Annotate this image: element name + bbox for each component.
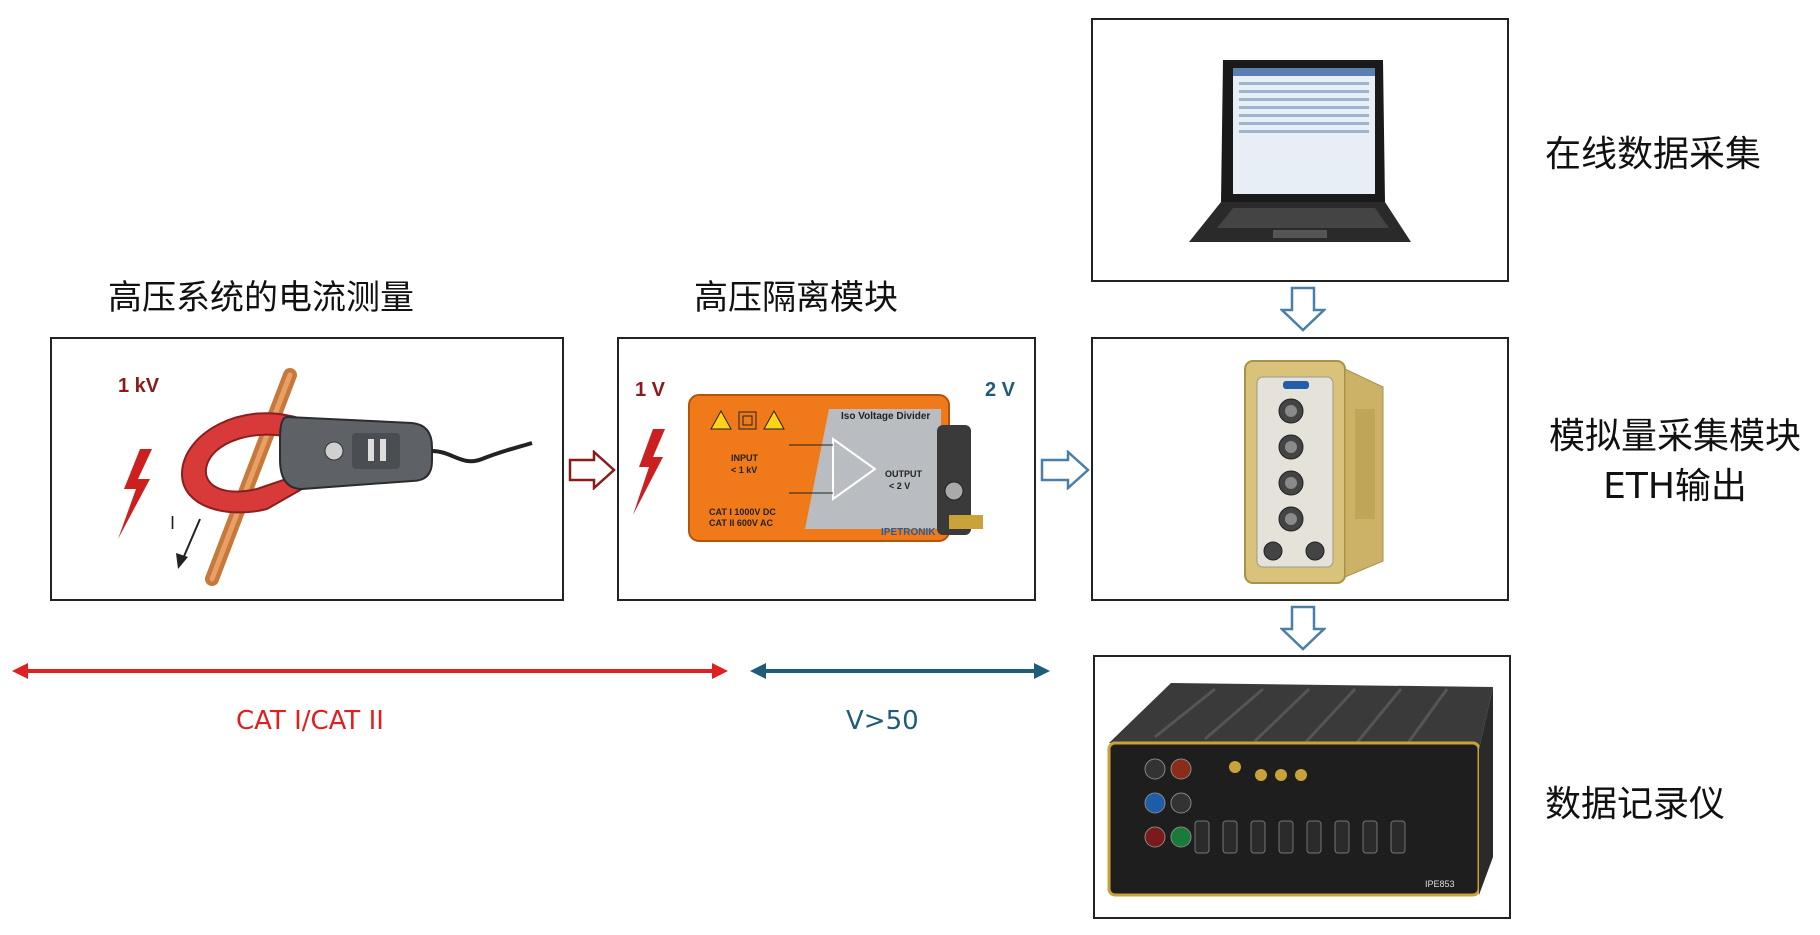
isolator-output-range-text: < 2 V (889, 481, 910, 491)
isolation-module-illustration: Iso Voltage Divider INPUT < 1 kV OUTPUT … (633, 394, 983, 542)
isolator-cat-text-2: CAT II 600V AC (709, 518, 774, 528)
lightning-icon (633, 429, 665, 515)
analog-module-panel (1091, 337, 1509, 601)
isolator-output-voltage-label: 2 V (985, 379, 1016, 401)
online-acquisition-panel (1091, 18, 1509, 282)
flow-arrow-laptop-to-module (1280, 286, 1326, 332)
isolator-brand-text: IPETRONIK (881, 527, 936, 538)
range-arrows (12, 663, 1050, 679)
logger-sub-d-connectors (1194, 820, 1406, 854)
isolation-module-title: 高压隔离模块 (694, 278, 898, 318)
online-acquisition-label: 在线数据采集 (1545, 134, 1762, 175)
analog-module-label-line-1: 模拟量采集模块 (1548, 416, 1801, 457)
analog-module-label: 模拟量采集模块 ETH输出 (1545, 412, 1805, 512)
flow-arrow-isolator-to-module (1040, 450, 1090, 490)
warning-icon (763, 409, 785, 430)
warning-icon (710, 409, 732, 430)
analog-module-label-line-2: ETH输出 (1603, 466, 1747, 507)
isolator-output-text: OUTPUT (885, 469, 923, 479)
isolator-cat-text-1: CAT I 1000V DC (709, 507, 776, 517)
clamp-jaw-shape (180, 412, 304, 514)
isolator-input-voltage-label: 1 V (635, 379, 666, 401)
isolator-device-name: Iso Voltage Divider (841, 411, 930, 422)
isolator-grey-panel (805, 409, 941, 529)
data-logger-panel: IPE853 (1093, 655, 1511, 919)
isolator-connector-block (937, 425, 971, 535)
laptop-illustration (1189, 60, 1411, 242)
flow-arrow-clamp-to-isolator (568, 450, 616, 490)
data-logger-label: 数据记录仪 (1545, 784, 1726, 825)
isolator-input-text: INPUT (731, 453, 759, 463)
isolator-terminal (949, 515, 983, 529)
lightning-icon (118, 449, 152, 539)
cat-range-label: CAT I/CAT II (236, 706, 384, 736)
data-logger-illustration: IPE853 (1107, 683, 1493, 897)
clamp-voltage-label: 1 kV (118, 375, 160, 397)
logger-top-surface (1109, 683, 1493, 749)
analog-module-illustration (1244, 360, 1384, 584)
current-clamp-panel: 1 kV I (50, 337, 564, 601)
logger-round-connectors (1144, 758, 1192, 848)
flow-arrow-module-to-logger (1280, 605, 1326, 651)
current-clamp-illustration: I (118, 368, 533, 586)
low-voltage-range-label: V>50 (846, 706, 919, 736)
logger-model-label: IPE853 (1425, 879, 1455, 889)
current-measurement-title: 高压系统的电流测量 (108, 278, 414, 318)
clamp-output-cable-shape (431, 441, 533, 464)
isolation-module-panel: 1 V 2 V Iso Voltage Divider INPUT < 1 kV… (617, 337, 1036, 601)
current-arrow-label: I (170, 513, 175, 533)
isolator-input-range-text: < 1 kV (731, 465, 757, 475)
